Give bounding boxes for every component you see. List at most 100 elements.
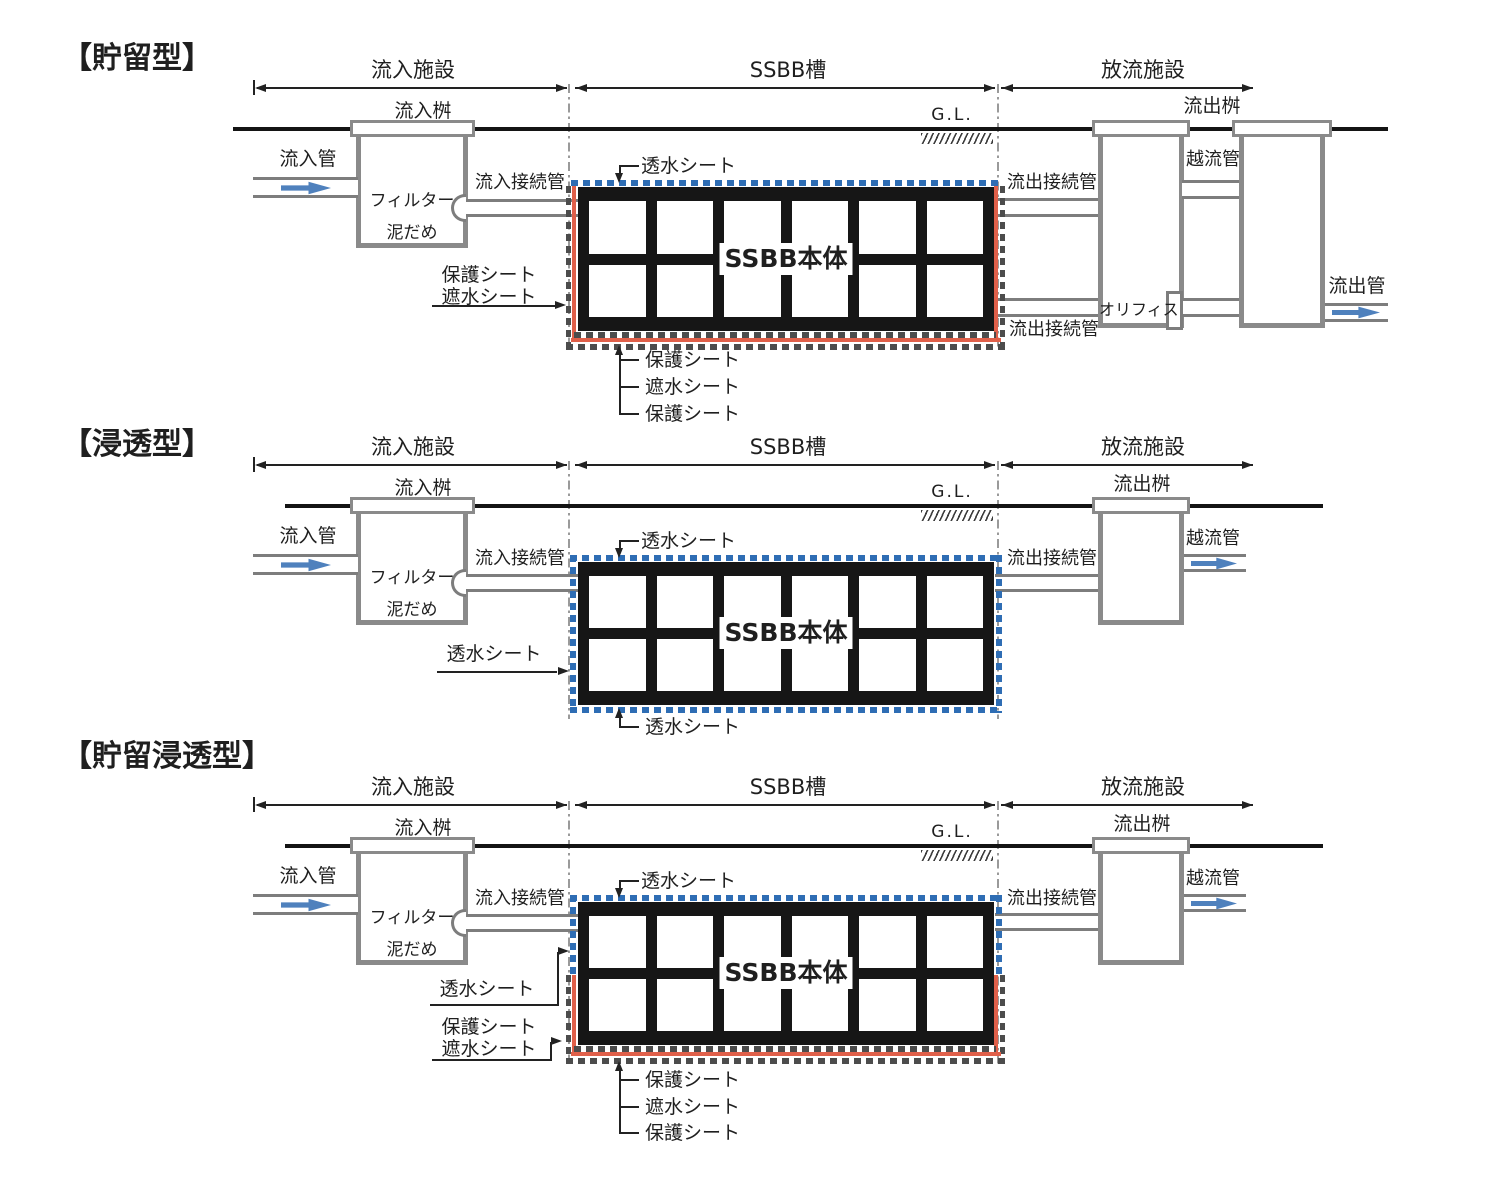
inflow-basin-cap [350,497,475,514]
arrowhead-right-icon [556,84,567,92]
ssbb-cell [656,979,713,1031]
dim-line-tank-3 [575,804,995,806]
arrowhead-right-icon [556,461,567,469]
outflow-connection-label: 流出接続管 [1007,548,1097,569]
arrowhead-left-icon [1002,801,1013,809]
arrowhead-right-icon [984,461,995,469]
dim-tick [253,80,255,95]
arrowhead-right-icon [558,667,569,675]
ssbb-cell [589,576,646,628]
arrowhead-right-icon [556,801,567,809]
inflow-connection-pipe [465,574,580,592]
inflow-connection-label: 流入接続管 [475,888,565,909]
bottom-sheet-label-1: 保護シート [645,349,741,371]
ssbb-cell [926,979,983,1031]
ground-level-label: G.L. [931,105,973,125]
bellmouth-icon [451,569,466,597]
ground-level-label: G.L. [931,822,973,842]
arrowhead-right-icon [1242,461,1253,469]
section1-title: 【貯留型】 [62,41,212,76]
leader-line [430,1004,559,1006]
protective-sheet-bottom-inner [574,332,996,338]
arrowhead-up-icon [615,1061,623,1071]
ssbb-cell [589,264,646,317]
arrowhead-left-icon [576,801,587,809]
leader-line [619,880,639,882]
protective-sheet-bottom-inner [574,1046,996,1052]
ssbb-cell [859,979,916,1031]
ssbb-cell [589,639,646,691]
ssbb-cell [926,639,983,691]
orifice-outlet-pipe [1182,298,1241,317]
outflow-basin-label: 流出桝 [1183,95,1241,117]
dim-label-inflow-facility: 流入施設 [371,58,455,82]
bracket-line [619,1069,621,1133]
ground-hatch-icon [921,850,993,861]
flow-arrow-icon [1332,306,1380,319]
ground-line [233,127,1388,131]
inflow-basin-label: 流入桝 [394,817,452,839]
section3-title: 【貯留浸透型】 [62,739,272,774]
dim-label-ssbb-tank: SSBB槽 [749,775,827,799]
bottom-sheet-label-3: 保護シート [645,1122,741,1144]
protective-sheet-bottom-outer [566,1058,1006,1064]
ssbb-cell [589,916,646,968]
leader-line [619,540,639,542]
ssbb-cell [589,979,646,1031]
protective-sheet-left [566,975,571,1061]
arrowhead-left-icon [1002,84,1013,92]
outflow-basin-label: 流出桝 [1113,813,1171,835]
outflow-basin-cap [1092,837,1190,854]
dim-label-inflow-facility: 流入施設 [371,775,455,799]
dim-line-outflow-1 [1001,87,1253,89]
ssbb-cell [926,201,983,254]
ssbb-cell [589,201,646,254]
dim-line-inflow-2 [257,464,567,466]
arrowhead-left-icon [1002,461,1013,469]
arrowhead-left-icon [576,461,587,469]
ssbb-cell [656,576,713,628]
outflow-connection-label-lower: 流出接続管 [1009,319,1099,340]
overflow-pipe-label: 越流管 [1186,528,1240,549]
permeable-sheet-top [570,555,1002,561]
ssbb-body-label: SSBB本体 [719,957,853,989]
dim-line-tank-1 [575,87,995,89]
dim-line-outflow-3 [1001,804,1253,806]
impermeable-sheet-right [994,186,998,342]
ground-hatch-icon [921,133,993,144]
overflow-pipe-label: 越流管 [1186,149,1240,170]
dim-label-outflow-facility: 放流施設 [1101,435,1185,459]
inflow-basin-cap [350,837,475,854]
permeable-sheet-label-left: 透水シート [439,978,535,1000]
leader-line [619,880,621,890]
overflow-pipe [1182,180,1241,199]
bracket-tick [619,1132,639,1134]
outflow-connection-pipe [995,913,1099,931]
outflow-pipe-label: 流出管 [1328,275,1386,297]
protective-sheet-bottom-outer [566,344,1006,350]
ground-line [285,504,1323,508]
inflow-pipe-label: 流入管 [279,525,337,547]
arrowhead-right-icon [555,301,566,309]
dim-label-outflow-facility: 放流施設 [1101,58,1185,82]
permeable-sheet-top [571,180,999,186]
inflow-basin-body [356,513,468,625]
ssbb-cell [656,201,713,254]
dim-line-outflow-2 [1001,464,1253,466]
arrowhead-right-icon [984,801,995,809]
inflow-pipe-label: 流入管 [279,148,337,170]
filter-label: フィルター [369,191,455,211]
ssbb-grid [578,562,994,705]
dim-label-ssbb-tank: SSBB槽 [749,58,827,82]
side-sheet-imperm-label: 遮水シート [441,1038,537,1060]
permeable-sheet-label-top: 透水シート [641,870,737,892]
leader-line [557,952,559,1005]
permeable-sheet-label-top: 透水シート [641,530,737,552]
outflow-connection-label-upper: 流出接続管 [1007,172,1097,193]
impermeable-sheet-left [572,975,576,1052]
outflow-connection-pipe-lower [995,298,1099,317]
dim-tick [253,797,255,812]
inflow-pipe-label: 流入管 [279,865,337,887]
arrowhead-down-icon [615,888,623,898]
